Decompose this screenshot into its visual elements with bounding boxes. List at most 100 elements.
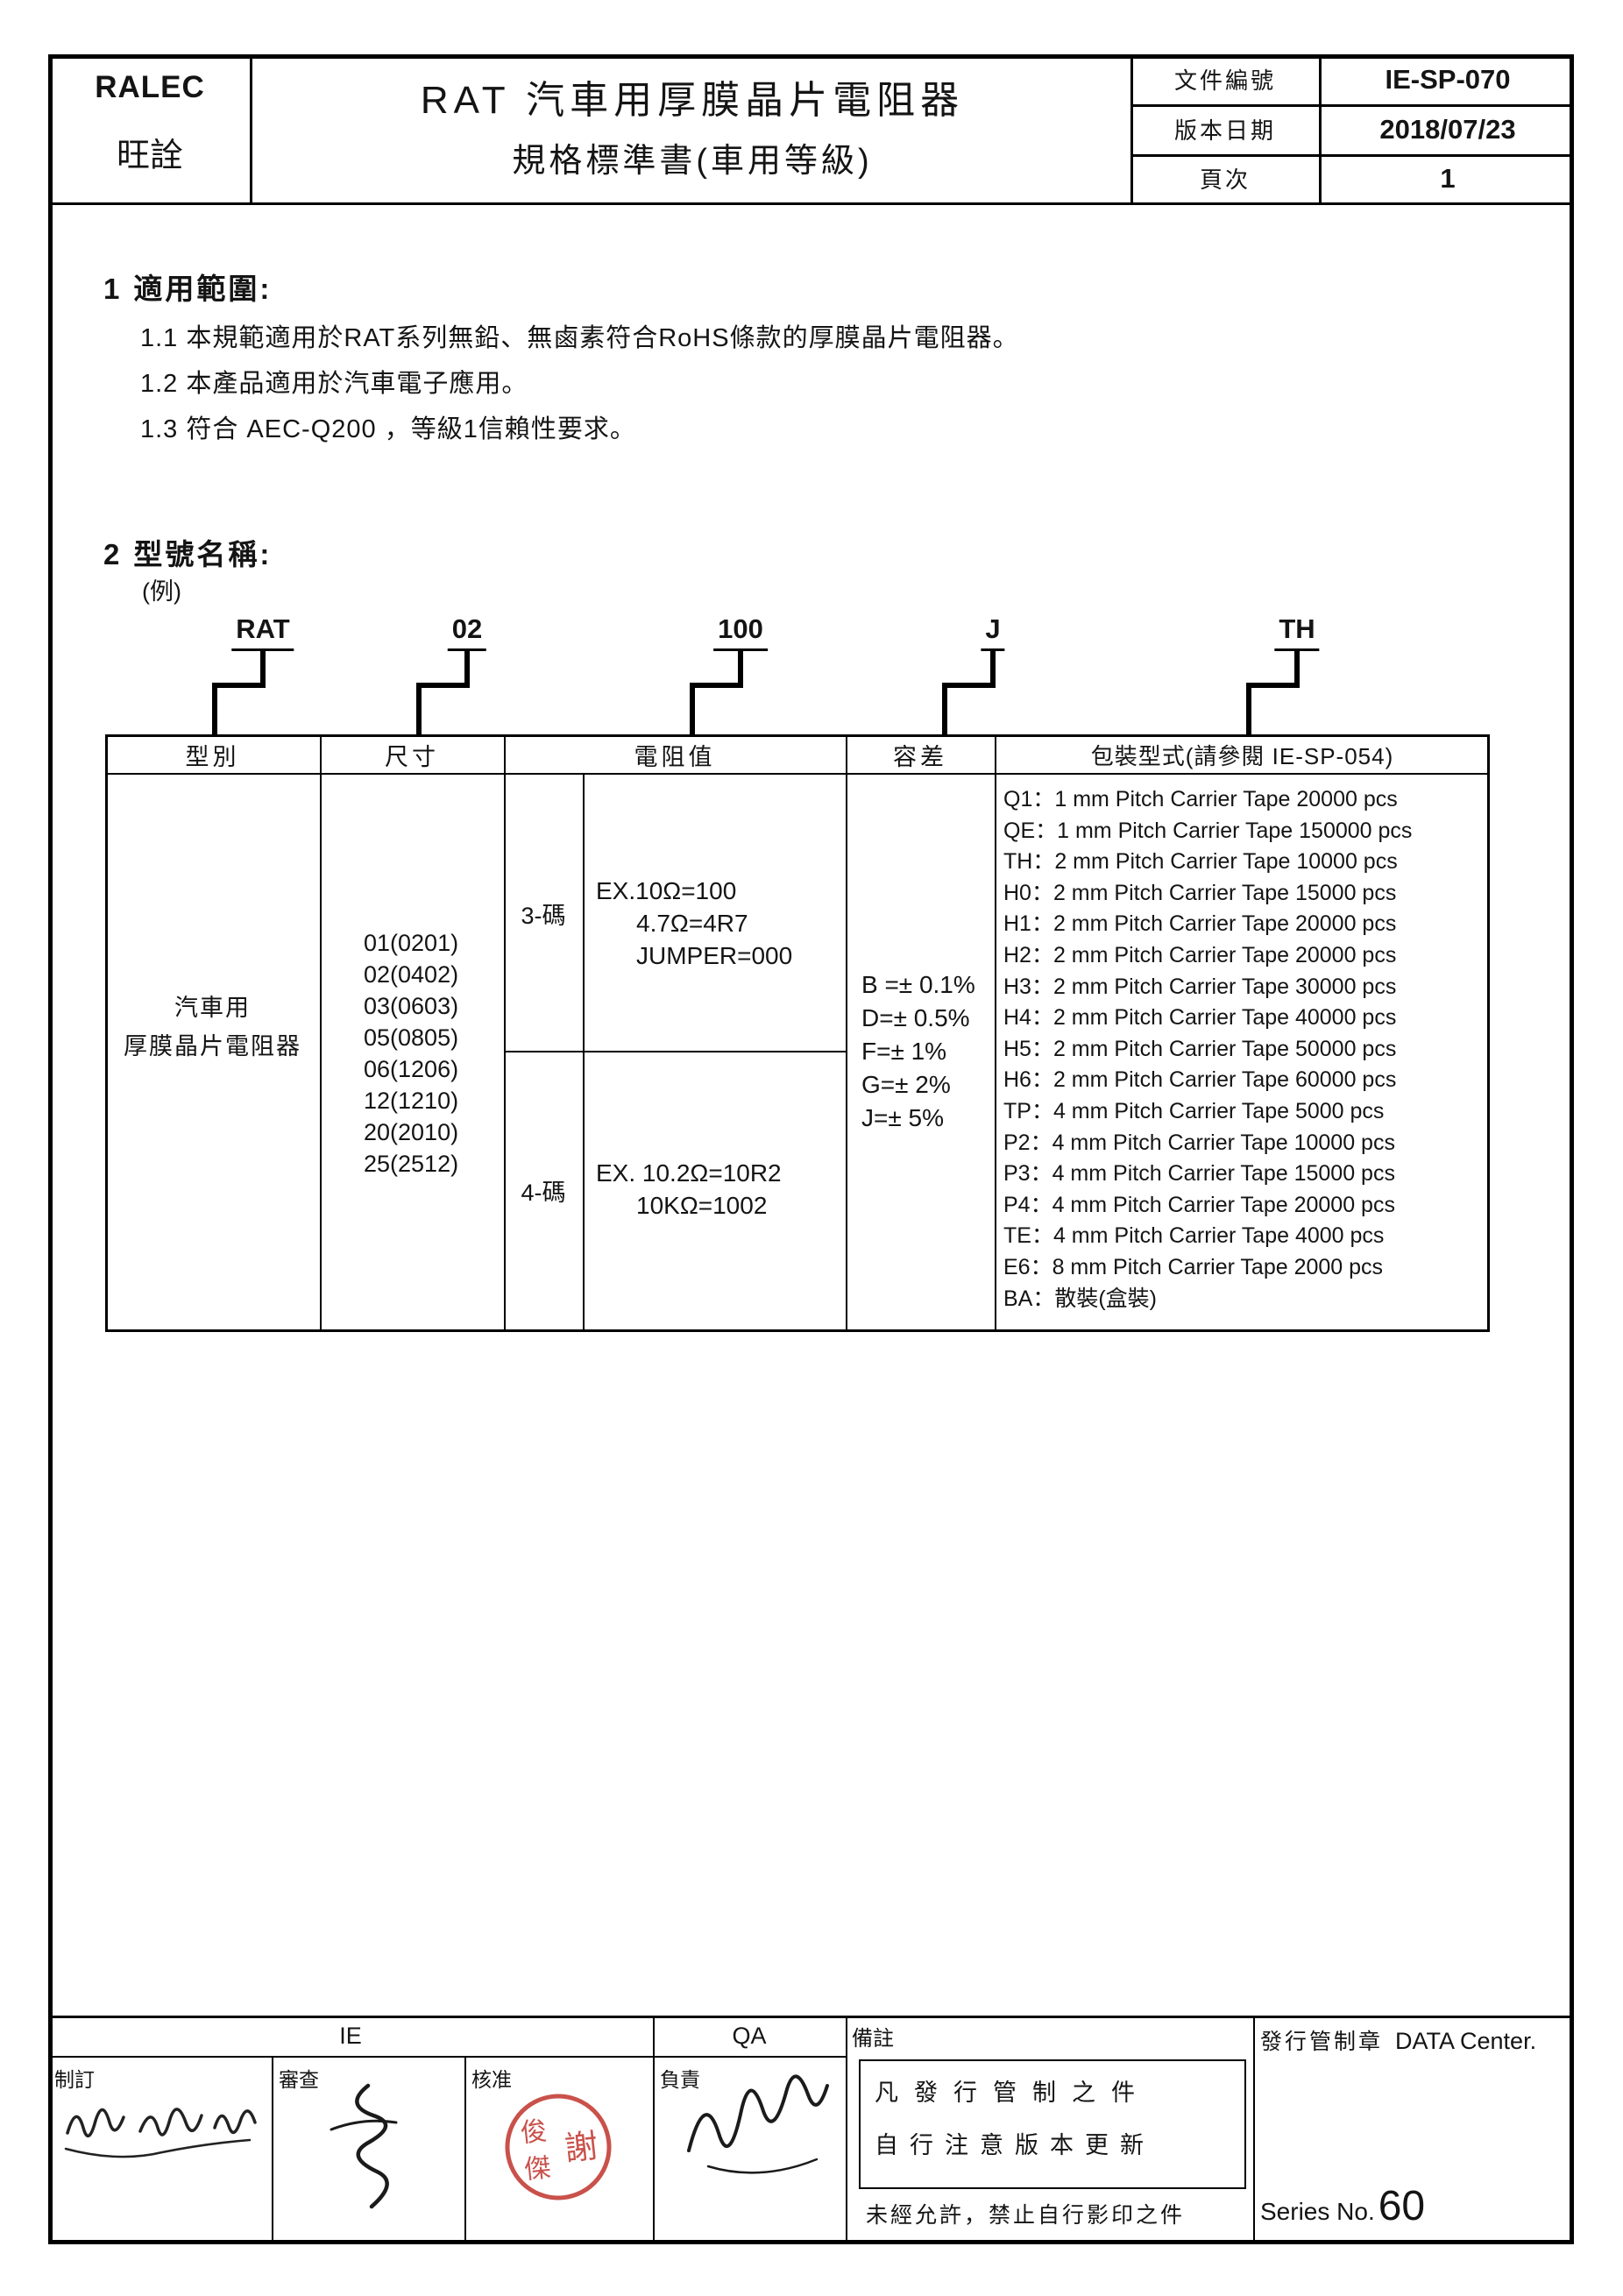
scope-item: 1.3 符合 AEC-Q200 ，等級1信賴性要求。 — [140, 415, 636, 443]
code-connector-lines — [212, 650, 1300, 737]
packaging-item: TE：4 mm Pitch Carrier Tape 4000 pcs — [1003, 1223, 1385, 1249]
scope-item: 1.2 本產品適用於汽車電子應用。 — [140, 370, 528, 398]
packaging-item: H2：2 mm Pitch Carrier Tape 20000 pcs — [1003, 942, 1397, 967]
signature-made — [64, 2108, 257, 2158]
tolerance-item: J=± 5% — [861, 1104, 944, 1131]
series-no-label: Series No. — [1260, 2198, 1375, 2225]
signature-review — [330, 2083, 398, 2209]
scope-items: 1.1 本規範適用於RAT系列無鉛、無鹵素符合RoHS條款的厚膜晶片電阻器。1.… — [140, 315, 1019, 452]
doc-date-label: 版本日期 — [1173, 117, 1276, 144]
table-header-resistance: 電阻值 — [634, 743, 716, 770]
document-border-frame — [48, 54, 1574, 2244]
divider-line — [48, 2016, 1574, 2018]
data-center-label: DATA Center. — [1395, 2028, 1537, 2054]
footer-made-label: 制訂 — [54, 2068, 95, 2091]
packaging-item: Q1：1 mm Pitch Carrier Tape 20000 pcs — [1003, 787, 1398, 811]
table-cell-tolerances: B =± 0.1%D=± 0.5%F=± 1%G=± 2%J=± 5% — [861, 968, 975, 1135]
footer-review-label: 審查 — [279, 2068, 319, 2091]
doc-page-value: 1 — [1440, 162, 1456, 194]
model-heading: 2 型號名稱: — [103, 531, 272, 573]
tolerance-item: B =± 0.1% — [861, 971, 975, 998]
divider-line — [320, 734, 322, 1332]
size-item: 20(2010) — [364, 1119, 459, 1145]
table-header-packaging: 包裝型式(請參閱 IE-SP-054) — [1090, 742, 1394, 769]
divider-line — [48, 2056, 847, 2058]
model-code-resistance: 100 — [713, 613, 768, 651]
divider-line — [1130, 154, 1574, 157]
divider-line — [995, 734, 996, 1332]
divider-line — [272, 2056, 273, 2244]
packaging-item: H3：2 mm Pitch Carrier Tape 30000 pcs — [1003, 974, 1397, 999]
doc-date-value: 2018/07/23 — [1379, 113, 1516, 145]
resistance-example-line: JUMPER=000 — [636, 942, 793, 969]
divider-line — [464, 2056, 466, 2244]
series-no-value: 60 — [1378, 2183, 1426, 2229]
divider-line — [583, 775, 585, 1332]
packaging-item: H1：2 mm Pitch Carrier Tape 20000 pcs — [1003, 911, 1397, 937]
resistance-4digit-label: 4-碼 — [521, 1179, 566, 1206]
divider-line — [504, 1051, 846, 1052]
divider-line — [1130, 104, 1574, 107]
approval-stamp: 俊 傑 謝 — [505, 2094, 612, 2200]
size-item: 12(1210) — [364, 1088, 459, 1114]
size-item: 25(2512) — [364, 1151, 459, 1177]
size-item: 03(0603) — [364, 993, 459, 1019]
divider-line — [105, 773, 1490, 775]
footer-qa-label: QA — [732, 2022, 767, 2049]
tolerance-item: D=± 0.5% — [861, 1004, 970, 1031]
divider-line — [653, 2016, 655, 2244]
footer-remark-box — [859, 2059, 1246, 2189]
resistance-3digit-label: 3-碼 — [521, 902, 566, 929]
footer-ie-label: IE — [339, 2022, 362, 2049]
table-cell-sizes: 01(0201) 02(0402) 03(0603) 05(0805) 06(1206)… — [364, 927, 458, 1180]
doc-number-label: 文件編號 — [1173, 67, 1276, 94]
packaging-item: QE：1 mm Pitch Carrier Tape 150000 pcs — [1003, 818, 1413, 843]
divider-line — [1253, 2016, 1255, 2244]
footer-stamp-row: 發行管制章 DATA Center. — [1260, 2024, 1536, 2056]
packaging-item: BA：散裝(盒裝) — [1003, 1286, 1158, 1311]
model-code-size: 02 — [447, 613, 487, 651]
packaging-item: H5：2 mm Pitch Carrier Tape 50000 pcs — [1003, 1036, 1397, 1061]
model-heading-text: 型號名稱: — [133, 538, 273, 570]
divider-line — [846, 734, 847, 1332]
model-code-tolerance: J — [981, 613, 1005, 651]
divider-line — [504, 734, 506, 1332]
scope-heading-number: 1 — [103, 273, 120, 305]
table-header-type: 型別 — [185, 743, 240, 770]
model-code-packaging: TH — [1274, 613, 1320, 651]
footer-remark-bottom: 未經允許，禁止自行影印之件 — [866, 2203, 1186, 2228]
packaging-item: TH：2 mm Pitch Carrier Tape 10000 pcs — [1003, 849, 1398, 875]
packaging-item: H6：2 mm Pitch Carrier Tape 60000 pcs — [1003, 1067, 1397, 1093]
model-example-label: (例) — [142, 578, 181, 605]
resistance-example-line: EX.10Ω=100 — [596, 877, 737, 904]
packaging-item: P3：4 mm Pitch Carrier Tape 15000 pcs — [1003, 1161, 1395, 1187]
table-cell-type: 汽車用 厚膜晶片電阻器 — [105, 989, 320, 1066]
size-item: 05(0805) — [364, 1024, 459, 1051]
divider-line — [250, 54, 252, 205]
resistance-example-line: 4.7Ω=4R7 — [636, 910, 748, 937]
issue-control-stamp-label: 發行管制章 — [1260, 2030, 1384, 2054]
size-item: 02(0402) — [364, 961, 459, 988]
size-item: 01(0201) — [364, 930, 459, 956]
model-heading-number: 2 — [103, 538, 120, 570]
packaging-item: H4：2 mm Pitch Carrier Tape 40000 pcs — [1003, 1005, 1397, 1031]
company-logo-chinese: 旺詮 — [116, 138, 183, 174]
divider-line — [1319, 54, 1322, 205]
packaging-item: P2：4 mm Pitch Carrier Tape 10000 pcs — [1003, 1130, 1395, 1155]
footer-remark-line1: 凡發行管制之件 — [875, 2080, 1151, 2106]
type-line1: 汽車用 — [174, 995, 251, 1021]
packaging-item: TP：4 mm Pitch Carrier Tape 5000 pcs — [1003, 1098, 1385, 1123]
scope-heading: 1 適用範圍: — [103, 266, 272, 308]
scope-heading-text: 適用範圍: — [133, 273, 273, 305]
size-item: 06(1206) — [364, 1056, 459, 1082]
stamp-char-top: 俊 — [519, 2116, 548, 2148]
stamp-char-bottom: 傑 — [523, 2153, 552, 2185]
doc-number-value: IE-SP-070 — [1385, 63, 1511, 95]
model-table-border — [105, 734, 1490, 1332]
doc-title-line2: 規格標準書(車用等級) — [512, 143, 873, 180]
tolerance-item: F=± 1% — [861, 1038, 947, 1065]
divider-line — [48, 202, 1574, 205]
packaging-item: H0：2 mm Pitch Carrier Tape 15000 pcs — [1003, 880, 1397, 905]
